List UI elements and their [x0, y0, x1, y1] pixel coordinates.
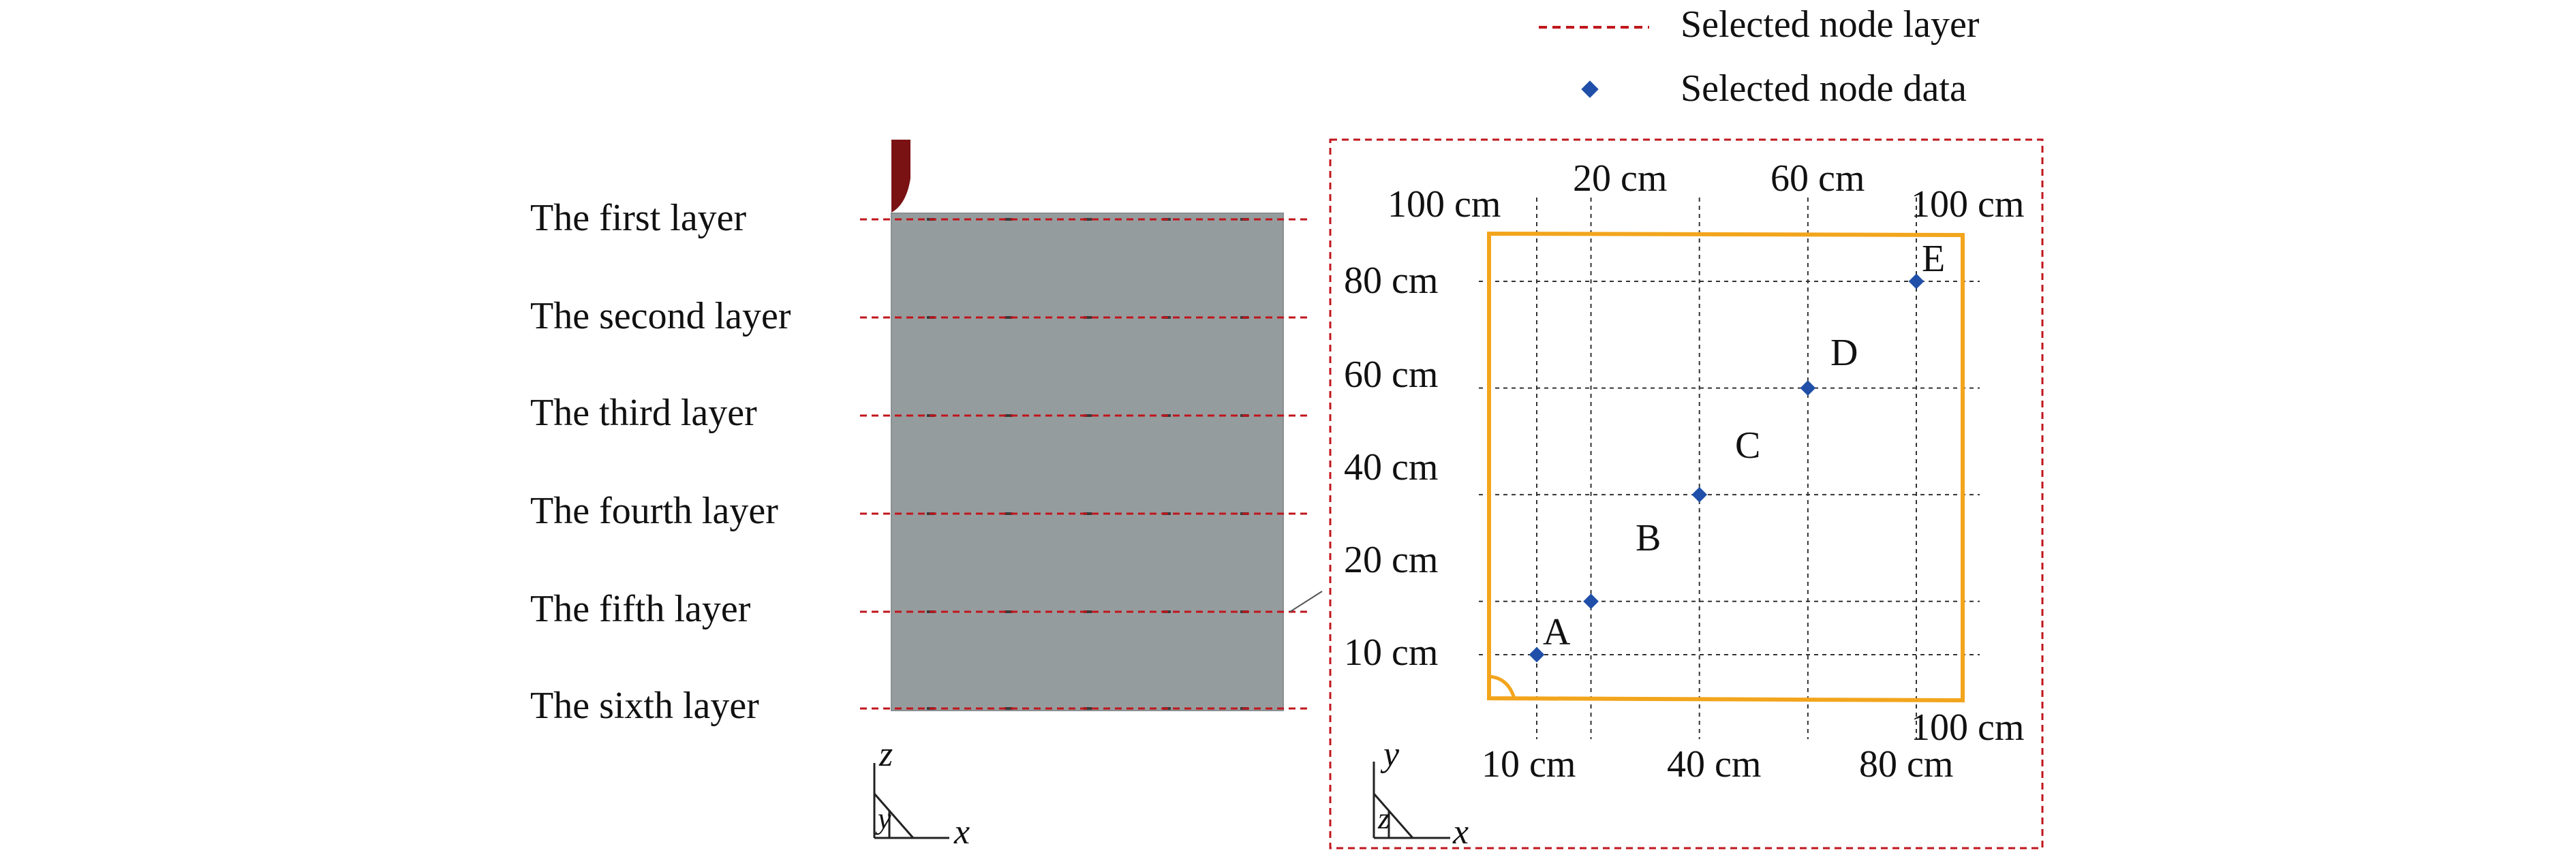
corner-label-bottom-right: 100 cm	[1911, 706, 2025, 749]
layer-label-2: The second layer	[530, 295, 791, 337]
node-label-d: D	[1830, 332, 1858, 374]
plan-axis-x: x	[1453, 813, 1469, 852]
legend-node-label: Selected node data	[1681, 67, 1967, 110]
left-label-20: 20 cm	[1344, 539, 1439, 581]
node-marker-b	[1583, 593, 1599, 610]
bottom-label-10: 10 cm	[1482, 743, 1576, 785]
left-label-10: 10 cm	[1344, 632, 1439, 674]
layer-label-6: The sixth layer	[530, 685, 759, 727]
layer-lines	[860, 218, 1312, 710]
node-label-a: A	[1543, 611, 1571, 653]
side-axes	[873, 763, 949, 839]
legend-layer-label: Selected node layer	[1681, 3, 1980, 46]
top-label-60: 60 cm	[1770, 157, 1865, 200]
left-label-60: 60 cm	[1344, 354, 1439, 396]
node-marker-d	[1800, 380, 1816, 396]
corner-label-top-left: 100 cm	[1387, 183, 1501, 225]
side-axis-z: z	[879, 735, 893, 774]
node-label-b: B	[1636, 517, 1661, 559]
plan-view-frame	[1329, 138, 2044, 850]
plan-boundary-box	[1487, 231, 1965, 703]
node-marker-e	[1908, 273, 1925, 290]
pile-tip	[891, 140, 910, 213]
soil-block	[891, 213, 1284, 711]
layer-label-5: The fifth layer	[530, 588, 751, 630]
plan-nodes	[1529, 273, 1925, 663]
bottom-label-80: 80 cm	[1859, 743, 1954, 785]
node-marker-c	[1691, 486, 1708, 503]
top-label-20: 20 cm	[1573, 157, 1668, 200]
layer-label-1: The first layer	[530, 197, 747, 239]
node-marker-a	[1529, 646, 1545, 663]
side-axis-y: y	[878, 802, 891, 835]
layer-label-4: The fourth layer	[530, 490, 778, 532]
plan-grid	[1479, 198, 1980, 739]
node-label-e: E	[1922, 238, 1946, 280]
corner-label-top-right: 100 cm	[1911, 183, 2025, 225]
bottom-label-40: 40 cm	[1667, 743, 1762, 785]
node-label-c: C	[1735, 424, 1761, 467]
left-label-40: 40 cm	[1344, 446, 1439, 488]
plan-axis-z: z	[1378, 802, 1390, 835]
legend-node-marker-sample	[1581, 80, 1599, 98]
corner-angle-arc	[1488, 674, 1516, 699]
plan-axis-y: y	[1383, 735, 1400, 774]
side-axis-x: x	[954, 813, 970, 852]
left-label-80: 80 cm	[1344, 260, 1439, 302]
layer-label-3: The third layer	[530, 392, 757, 434]
plan-axes	[1373, 762, 1450, 839]
section-leader-line	[1289, 591, 1323, 612]
